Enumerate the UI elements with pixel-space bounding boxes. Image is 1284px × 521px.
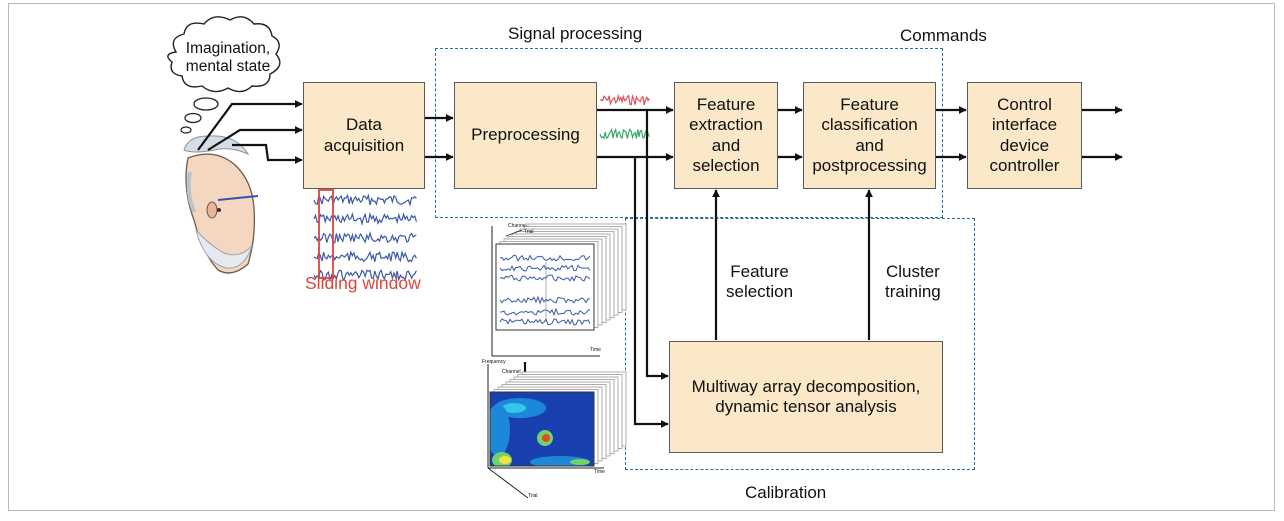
tensor-bottom-time-label: Time xyxy=(594,469,605,475)
feature-extraction-block: Feature extraction and selection xyxy=(674,82,778,189)
calibration-label: Calibration xyxy=(745,483,827,502)
multiway-decomposition-label: Multiway array decomposition, dynamic te… xyxy=(691,376,921,416)
signal-processing-label: Signal processing xyxy=(508,24,643,43)
calibration-region xyxy=(625,218,975,470)
tensor-trace xyxy=(499,254,591,263)
tensor-bottom-channel-label: Channel xyxy=(502,369,521,375)
feature-selection-label: Feature selection xyxy=(726,262,794,302)
tensor-cube-icon xyxy=(491,223,627,357)
flow-arrows xyxy=(425,106,1123,428)
tensor-trace xyxy=(499,295,591,305)
eeg-trace xyxy=(313,250,417,263)
signal-glyph-red xyxy=(599,93,650,106)
tensor-top-channel-label: Channel xyxy=(508,223,527,229)
head-to-acquisition-arrows xyxy=(197,100,303,164)
preprocessing-block: Preprocessing xyxy=(454,82,597,189)
feature-classification-label: Feature classification and postprocessin… xyxy=(812,94,927,175)
eeg-trace xyxy=(313,231,417,244)
eeg-traces-icon xyxy=(313,193,417,283)
data-acquisition-block: Data acquisition xyxy=(303,82,425,189)
thought-bubble-text: Imagination, mental state xyxy=(185,40,271,76)
signal-processing-region xyxy=(435,48,943,218)
eeg-trace xyxy=(313,268,417,283)
control-interface-label: Control interface device controller xyxy=(989,94,1060,175)
preprocessing-label: Preprocessing xyxy=(471,125,580,145)
tensor-bottom-frequency-label: Frequency xyxy=(482,359,506,365)
commands-label: Commands xyxy=(900,26,987,45)
tensor-bottom-trial-label: Trial xyxy=(528,493,538,499)
data-acquisition-label: Data acquisition xyxy=(323,115,405,155)
thought-bubble-icon xyxy=(167,16,281,134)
feature-classification-block: Feature classification and postprocessin… xyxy=(803,82,936,189)
tensor-trace xyxy=(499,317,591,326)
cluster-training-label: Cluster training xyxy=(885,262,941,302)
tensor-top-time-label: Time xyxy=(590,347,601,353)
tensor-trace xyxy=(499,264,591,272)
tensor-trace xyxy=(499,307,591,317)
eeg-trace xyxy=(313,211,417,226)
control-interface-block: Control interface device controller xyxy=(967,82,1082,189)
sliding-window-label: Sliding window xyxy=(305,273,421,293)
feature-extraction-label: Feature extraction and selection xyxy=(689,94,763,175)
tensor-trace xyxy=(499,274,591,282)
tensor-top-trial-label: Trial xyxy=(524,229,534,235)
eeg-trace xyxy=(313,193,417,207)
head-icon xyxy=(183,135,259,274)
figure-frame xyxy=(8,3,1275,511)
multiway-decomposition-block: Multiway array decomposition, dynamic te… xyxy=(669,341,943,453)
sliding-window-marker xyxy=(318,189,334,279)
signal-thumbnail-icon xyxy=(599,93,650,140)
spectrogram-tensor-icon xyxy=(487,364,627,499)
signal-glyph-green xyxy=(599,127,650,140)
